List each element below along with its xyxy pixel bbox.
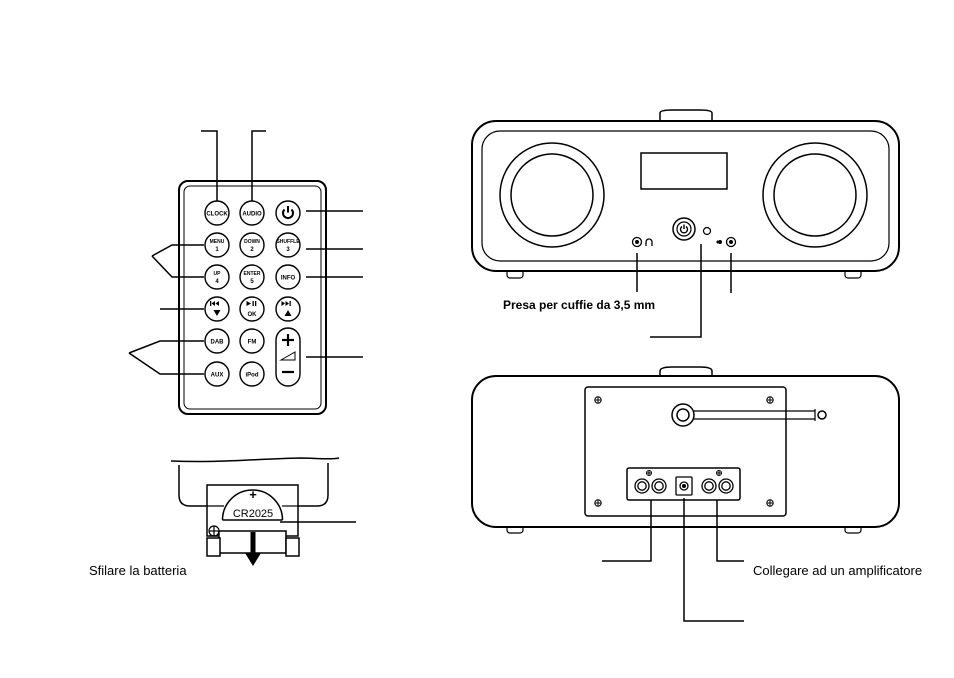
next-track-key[interactable] [275,296,301,322]
enter-key-label: ENTER [244,271,261,277]
battery-plus-sign: + [249,487,257,502]
up-key[interactable]: UP 4 [204,264,230,290]
aux-in-jack [716,236,737,248]
play-pause-icon [246,301,257,306]
antenna [671,403,827,427]
dab-key-label: DAB [211,340,225,346]
power-icon [282,206,294,219]
menu-key[interactable]: MENU 1 [204,232,230,258]
dab-key[interactable]: DAB [204,328,230,354]
menu-key-number: 1 [215,247,219,253]
radio-front-view [471,109,900,338]
volume-plus-icon [282,334,294,346]
pull-arrow-icon [245,532,261,566]
info-key[interactable]: INFO [275,264,301,290]
remote-control: CLOCK AUDIO MENU 1 DOWN 2 SHUFFLE 3 [128,130,363,415]
shuffle-key-label: SHUFFLE [276,239,300,245]
previous-track-key[interactable] [204,296,230,322]
aux-key[interactable]: AUX [204,361,230,387]
skip-back-icon [210,301,219,306]
headphone-jack [631,236,653,248]
rear-panel [584,386,787,517]
radio-back-view [471,366,900,622]
info-key-label: INFO [281,276,296,282]
line-in-jacks [634,478,667,494]
battery-caption: Sfilare la batteria [89,563,187,578]
ok-key-label: OK [248,312,258,318]
enter-key[interactable]: ENTER 5 [239,264,265,290]
fm-key[interactable]: FM [239,328,265,354]
volume-ramp-icon [279,351,296,361]
ir-sensor [702,226,712,236]
amplifier-label: Collegare ad un amplificatore [753,563,923,578]
battery-tray-diagram: + CR2025 [170,457,356,566]
enter-key-number: 5 [250,279,254,285]
down-key-label: DOWN [244,239,260,245]
audio-key-label: AUDIO [242,212,262,218]
shuffle-key-number: 3 [286,247,290,253]
volume-rocker-key[interactable] [275,327,301,387]
remote-callout-lines [128,130,363,375]
aux-key-label: AUX [211,373,224,379]
up-arrow-icon [284,310,292,316]
shuffle-key[interactable]: SHUFFLE 3 [275,232,301,258]
left-speaker [499,142,605,248]
up-key-label: UP [214,271,222,277]
up-key-number: 4 [215,279,219,285]
dc-power-jack [675,476,693,496]
power-icon [679,224,689,234]
skip-forward-icon [281,301,291,306]
front-callout-lines [636,244,732,338]
menu-key-label: MENU [210,239,225,245]
down-key-number: 2 [250,247,254,253]
fm-key-label: FM [248,340,257,346]
down-arrow-icon [213,310,221,316]
front-power-button[interactable] [672,217,696,241]
play-pause-ok-key[interactable]: OK [239,296,265,322]
battery-model-label: CR2025 [233,508,273,520]
clock-key-label: CLOCK [206,212,228,218]
screw-icon [208,525,220,537]
headphone-icon [645,238,653,246]
line-out-jacks [701,478,734,494]
right-speaker [762,142,868,248]
ipod-key[interactable]: iPod [239,361,265,387]
ipod-key-label: iPod [246,373,259,379]
aux-in-icon [716,240,722,244]
display-screen [640,152,728,190]
down-key[interactable]: DOWN 2 [239,232,265,258]
power-key[interactable] [275,200,301,226]
headphone-jack-label: Presa per cuffie da 3,5 mm [503,298,656,312]
back-callout-lines [602,498,744,622]
